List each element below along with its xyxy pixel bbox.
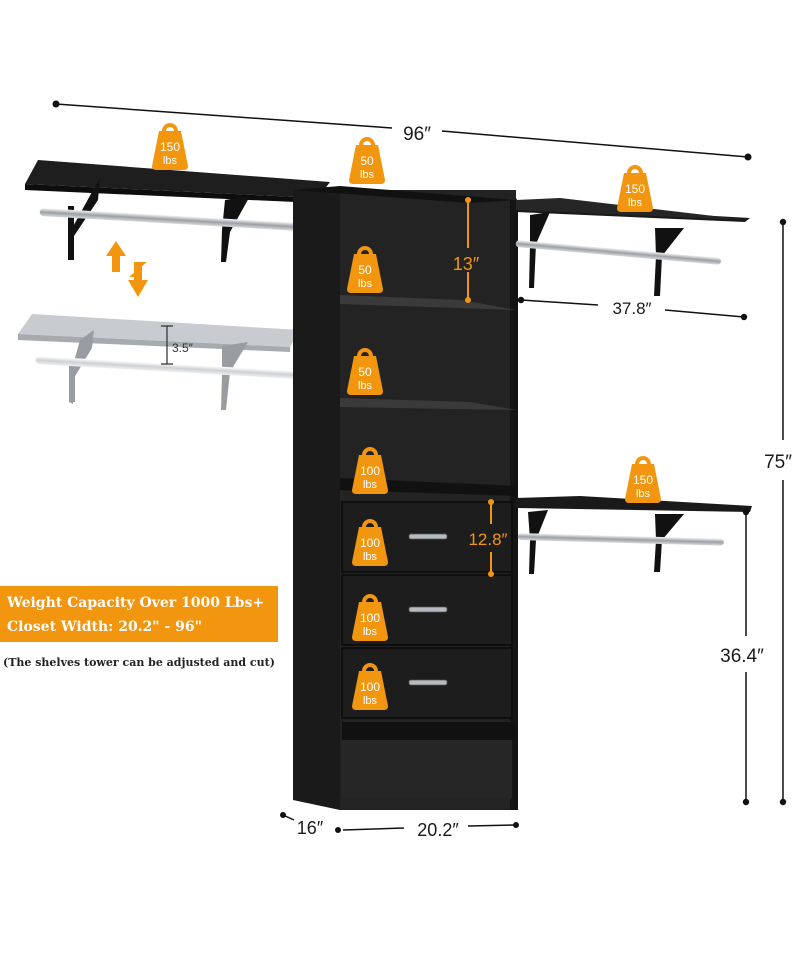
- weight-icon: [349, 145, 385, 184]
- weight-icon-handle: [635, 456, 651, 465]
- weight-icon-handle: [627, 165, 643, 174]
- weight-icon-handle: [362, 519, 378, 528]
- depth-dimension: 16″: [280, 812, 341, 838]
- capacity-line: Weight Capacity Over 1000 Lbs+: [7, 595, 265, 611]
- weight-unit: lbs: [363, 551, 378, 563]
- right-lower-shelf: [516, 496, 752, 574]
- left-upper-shelf: [25, 160, 330, 262]
- weight-icon: [152, 131, 188, 170]
- capacity-banner: Weight Capacity Over 1000 Lbs+ Closet Wi…: [0, 586, 278, 642]
- weight-value: 100: [360, 536, 380, 550]
- weight-icon-handle: [357, 348, 373, 357]
- ghost-left-shelf: 3.5″: [18, 314, 318, 410]
- weight-icon-handle: [362, 594, 378, 603]
- weight-unit: lbs: [363, 695, 378, 707]
- weight-value: 100: [360, 611, 380, 625]
- shelf-gap-dimension: 13″: [453, 197, 480, 303]
- weight-icon-handle: [362, 447, 378, 456]
- total-height-label: 75″: [764, 452, 792, 473]
- weight-icon: [625, 464, 661, 503]
- weight-value: 100: [360, 680, 380, 694]
- weight-icon: [352, 527, 388, 566]
- total-width-label: 96″: [403, 124, 431, 145]
- weight-icon: [617, 173, 653, 212]
- adjust-note: (The shelves tower can be adjusted and c…: [3, 656, 275, 669]
- weight-value: 150: [160, 140, 180, 154]
- drawer-gap-label: 12.8″: [468, 530, 507, 549]
- weight-unit: lbs: [360, 169, 375, 181]
- weight-icon-handle: [162, 123, 178, 132]
- side-width-dimension: 37.8″: [517, 296, 748, 321]
- lower-height-dimension: 36.4″: [720, 508, 764, 806]
- total-width-dimension: 96″: [52, 100, 752, 161]
- weight-unit: lbs: [358, 380, 373, 392]
- weight-unit: lbs: [636, 488, 651, 500]
- drawer-gap-dimension: 12.8″: [468, 499, 508, 577]
- weight-value: 50: [360, 154, 374, 168]
- lower-height-label: 36.4″: [720, 646, 764, 667]
- tower-width-label: 20.2″: [417, 820, 459, 840]
- weight-icon-handle: [359, 137, 375, 146]
- weight-icon: [352, 455, 388, 494]
- weight-value: 150: [633, 473, 653, 487]
- total-height-dimension: 75″: [764, 218, 792, 806]
- width-range-line: Closet Width: 20.2" - 96": [7, 619, 202, 635]
- weight-icon: [352, 602, 388, 641]
- weight-unit: lbs: [628, 197, 643, 209]
- weight-value: 150: [625, 182, 645, 196]
- weight-value: 100: [360, 464, 380, 478]
- weight-unit: lbs: [163, 155, 178, 167]
- weight-value: 50: [358, 263, 372, 277]
- weight-value: 50: [358, 365, 372, 379]
- adjust-step-label: 3.5″: [172, 341, 194, 355]
- weight-icon: [347, 356, 383, 395]
- depth-label: 16″: [297, 818, 324, 838]
- side-width-label: 37.8″: [612, 299, 651, 318]
- weight-icon-handle: [362, 663, 378, 672]
- tower-width-dimension: 20.2″: [342, 820, 519, 840]
- weight-unit: lbs: [358, 278, 373, 290]
- shelf-gap-label: 13″: [453, 254, 480, 274]
- weight-icon: [347, 254, 383, 293]
- weight-icon-handle: [357, 246, 373, 255]
- weight-unit: lbs: [363, 479, 378, 491]
- right-upper-shelf: [515, 198, 750, 296]
- weight-icon: [352, 671, 388, 710]
- adjust-arrows: [106, 241, 148, 297]
- weight-unit: lbs: [363, 626, 378, 638]
- tower: [293, 186, 518, 810]
